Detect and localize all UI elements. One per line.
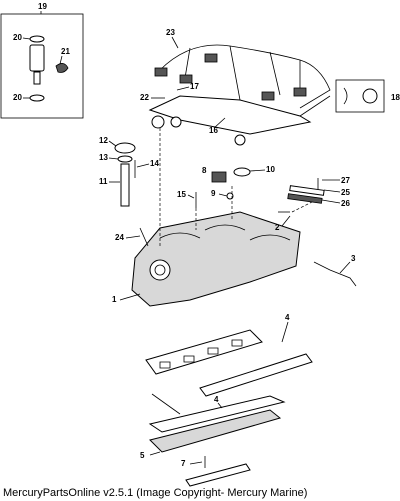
callout-18: 18 bbox=[391, 93, 400, 102]
callout-20-bottom: 20 bbox=[13, 93, 22, 102]
callout-25: 25 bbox=[341, 188, 350, 197]
callout-24: 24 bbox=[115, 233, 124, 242]
callout-7: 7 bbox=[181, 459, 186, 468]
callout-26: 26 bbox=[341, 199, 350, 208]
callout-20-top: 20 bbox=[13, 33, 22, 42]
gasket-stack: 27 25 26 bbox=[287, 176, 350, 208]
fuel-injector-inset: 19 20 21 20 bbox=[0, 2, 84, 119]
callout-3: 3 bbox=[351, 254, 356, 263]
temperature-sender-lead: 3 bbox=[313, 254, 357, 287]
callout-2: 2 bbox=[275, 223, 280, 232]
callout-4-lower: 4 bbox=[214, 395, 219, 404]
callout-27: 27 bbox=[341, 176, 350, 185]
callout-5: 5 bbox=[140, 451, 145, 460]
callout-15: 15 bbox=[177, 190, 186, 199]
baffle-plate: 5 7 bbox=[140, 409, 282, 487]
callout-22: 22 bbox=[140, 93, 149, 102]
callout-17: 17 bbox=[190, 82, 199, 91]
callout-1: 1 bbox=[112, 295, 117, 304]
valley-cover: 4 bbox=[148, 393, 286, 433]
sensor-group: 8 10 9 15 bbox=[177, 165, 275, 208]
callout-13: 13 bbox=[99, 153, 108, 162]
callout-16: 16 bbox=[209, 126, 218, 135]
fuel-rail: 16 17 22 bbox=[140, 82, 312, 146]
callout-19-label: 19 bbox=[38, 2, 47, 11]
callout-11: 11 bbox=[99, 177, 108, 186]
callout-23: 23 bbox=[166, 28, 175, 37]
callout-21: 21 bbox=[61, 47, 70, 56]
callout-9: 9 bbox=[211, 189, 216, 198]
copyright-footer: MercuryPartsOnline v2.5.1 (Image Copyrig… bbox=[3, 487, 308, 499]
callout-14: 14 bbox=[150, 159, 159, 168]
callout-12: 12 bbox=[99, 136, 108, 145]
callout-8: 8 bbox=[202, 166, 207, 175]
manifold-gaskets: 4 bbox=[145, 313, 313, 397]
wiring-harness: 23 bbox=[154, 28, 331, 109]
oil-fill-assembly: 12 13 14 11 bbox=[99, 136, 159, 207]
callout-4-top: 4 bbox=[285, 313, 290, 322]
intake-manifold: 1 24 2 bbox=[112, 211, 301, 307]
callout-10: 10 bbox=[266, 165, 275, 174]
pressure-regulator-box: 18 bbox=[299, 79, 400, 117]
